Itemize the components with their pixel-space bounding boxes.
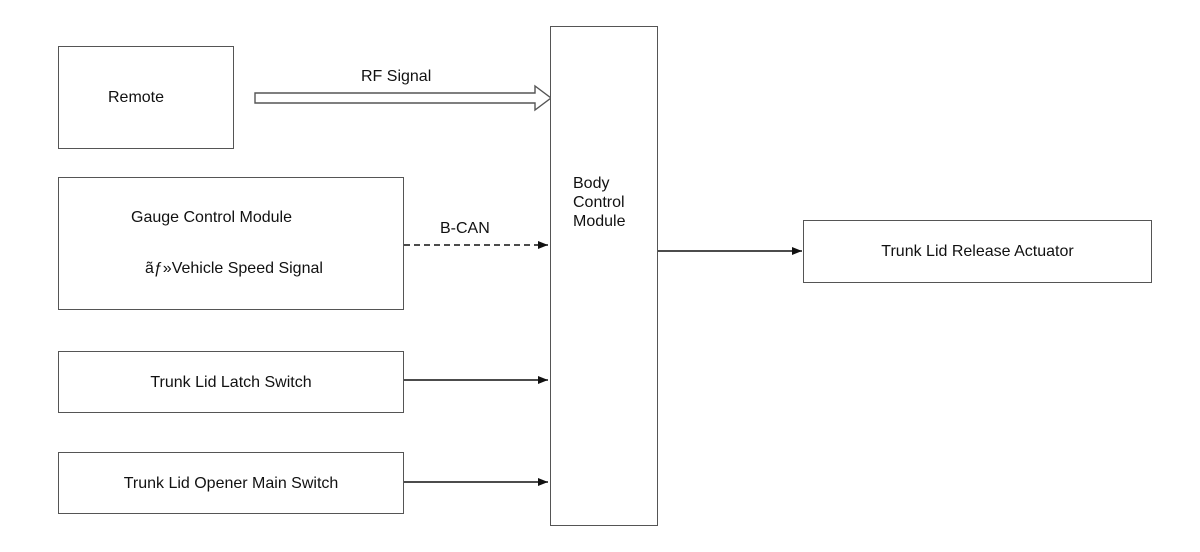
trunk-lid-latch-switch-block: Trunk Lid Latch Switch <box>58 351 404 413</box>
vehicle-speed-signal-label: ãƒ»Vehicle Speed Signal <box>145 260 323 277</box>
trunk-lid-release-actuator-block: Trunk Lid Release Actuator <box>803 220 1152 283</box>
trunk-lid-release-actuator-label: Trunk Lid Release Actuator <box>881 243 1074 260</box>
trunk-lid-opener-main-switch-block: Trunk Lid Opener Main Switch <box>58 452 404 514</box>
trunk-lid-latch-switch-label: Trunk Lid Latch Switch <box>150 374 312 391</box>
remote-label: Remote <box>108 89 165 106</box>
gauge-control-module-label: Gauge Control Module <box>131 209 292 226</box>
rf-signal-arrow <box>254 84 553 112</box>
bcm-label-line3: Module <box>573 213 626 230</box>
body-control-module-block: Body Control Module <box>550 26 658 526</box>
bcm-label-line2: Control <box>573 194 625 211</box>
bcan-label: B-CAN <box>440 220 490 237</box>
rf-signal-label: RF Signal <box>361 68 432 85</box>
remote-block: Remote <box>58 46 234 149</box>
trunk-lid-opener-main-switch-label: Trunk Lid Opener Main Switch <box>123 475 339 492</box>
bcm-label-line1: Body <box>573 175 610 192</box>
gauge-control-module-block: Gauge Control Module ãƒ»Vehicle Speed Si… <box>58 177 404 310</box>
